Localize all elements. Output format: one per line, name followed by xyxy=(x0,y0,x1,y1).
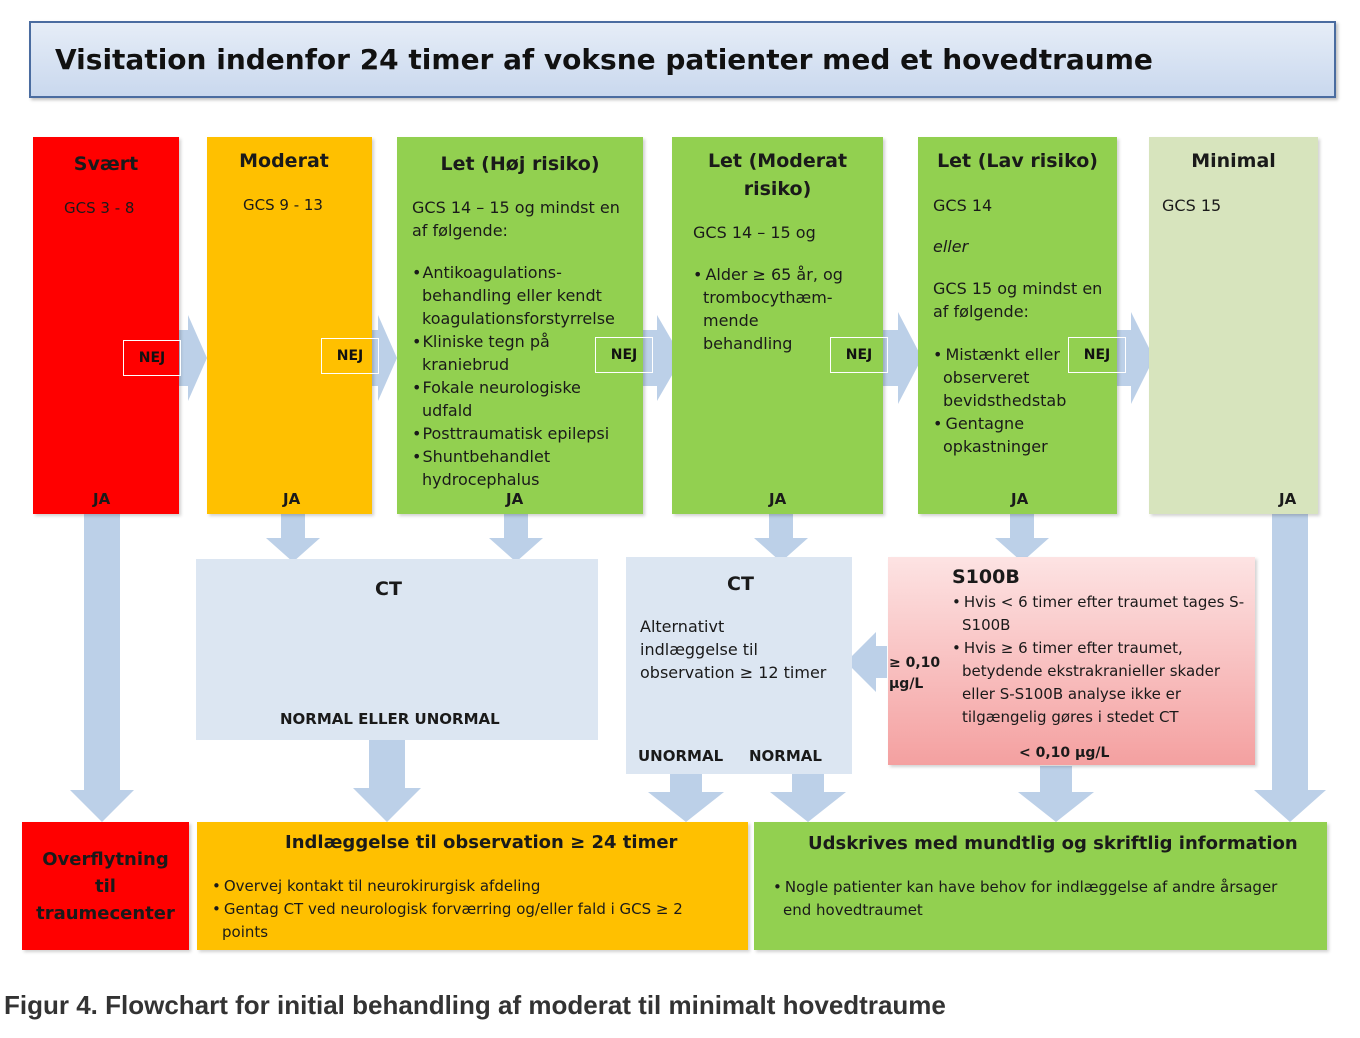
severity-box-moderat: Moderat GCS 9 - 13 NEJ JA xyxy=(207,137,379,514)
discharge-title: Udskrives med mundtlig og skriftlig info… xyxy=(808,833,1298,854)
severity-title: Svært xyxy=(73,153,139,175)
title-banner: Visitation indenfor 24 timer af voksne p… xyxy=(29,21,1336,98)
figure-caption: Figur 4. Flowchart for initial behandlin… xyxy=(4,990,946,1020)
risk-factor-list: Mistænkt eller observeret bevidsthedstab… xyxy=(933,343,1066,458)
arrow-minimal-to-discharge xyxy=(1254,514,1326,822)
arrow-nej-2 xyxy=(372,315,397,401)
list-item: Hvis < 6 timer efter traumet tages S-S10… xyxy=(952,591,1247,637)
s100b-list: Hvis < 6 timer efter traumet tages S-S10… xyxy=(952,591,1247,729)
discharge-list: Nogle patienter kan have behov for indlæ… xyxy=(773,876,1303,922)
transfer-title: Overflytning til traumecenter xyxy=(36,849,175,924)
severity-box-let-moderat: Let (Moderat risiko) GCS 14 – 15 og Alde… xyxy=(672,137,888,514)
s100b-low-threshold: < 0,10 µg/L xyxy=(1019,745,1110,761)
arrow-down-moderat xyxy=(266,514,320,562)
severity-box-minimal: Minimal GCS 15 JA xyxy=(1149,137,1318,514)
diagram-title: Visitation indenfor 24 timer af voksne p… xyxy=(55,43,1153,76)
list-item: Alder ≥ 65 år, og trombocythæm-mende beh… xyxy=(693,263,853,355)
s100b-title: S100B xyxy=(952,566,1020,588)
list-item: Mistænkt eller observeret bevidsthedstab xyxy=(933,343,1066,412)
arrow-s100b-high xyxy=(846,632,887,692)
gcs-criteria-2: GCS 15 og mindst en af følgende: xyxy=(933,279,1103,321)
severity-box-let-hoj: Let (Høj risiko) GCS 14 – 15 og mindst e… xyxy=(397,137,653,514)
or-label: eller xyxy=(933,237,969,256)
ja-label: JA xyxy=(769,490,787,508)
admit-list: Overvej kontakt til neurokirurgisk afdel… xyxy=(212,875,712,944)
arrow-down-hoj xyxy=(489,514,543,562)
arrow-ct2-normal xyxy=(770,774,846,822)
list-item: Fokale neurologiske udfald xyxy=(412,376,612,422)
severity-title: Minimal xyxy=(1191,150,1276,172)
list-item: Antikoagulations-behandling eller kendt … xyxy=(412,261,615,330)
gcs-criteria: GCS 14 – 15 og xyxy=(693,223,816,242)
connector-arrows xyxy=(70,312,1326,822)
nej-label: NEJ xyxy=(830,337,888,373)
list-item: Kliniske tegn på kraniebrud xyxy=(412,330,612,376)
severity-box-svaert: Svært GCS 3 - 8 NEJ JA xyxy=(33,137,181,514)
severity-title: Let (Lav risiko) xyxy=(937,150,1098,172)
ct-title: CT xyxy=(727,573,754,595)
severity-title: Moderat xyxy=(239,150,329,172)
ja-label: JA xyxy=(1279,490,1297,508)
list-item: Hvis ≥ 6 timer efter traumet, betydende … xyxy=(952,637,1247,729)
list-item: Nogle patienter kan have behov for indlæ… xyxy=(773,876,1303,922)
arrow-nej-3 xyxy=(643,315,682,401)
gcs-criteria: GCS 14 – 15 og mindst en af følgende: xyxy=(412,198,620,240)
arrow-down-lav xyxy=(995,514,1049,562)
ct-title: CT xyxy=(375,578,402,600)
arrow-ct1-to-admit xyxy=(353,740,421,822)
nej-label: NEJ xyxy=(595,337,653,373)
list-item: Gentagne opkastninger xyxy=(933,412,1063,458)
arrow-ct2-abnormal xyxy=(648,774,724,822)
severity-title: Let (Høj risiko) xyxy=(440,153,600,175)
abnormal-label: UNORMAL xyxy=(638,747,724,765)
list-item: Shuntbehandlet hydrocephalus xyxy=(412,445,612,491)
arrow-nej-4 xyxy=(883,312,922,404)
ja-label: JA xyxy=(283,490,301,508)
risk-factor-list: Alder ≥ 65 år, og trombocythæm-mende beh… xyxy=(693,263,853,355)
arrow-svaert-to-transfer xyxy=(70,514,134,822)
nej-label: NEJ xyxy=(123,340,181,376)
gcs-range: GCS 15 xyxy=(1162,196,1222,215)
ct-alternative-text: Alternativt indlæggelse til observation … xyxy=(640,617,827,682)
list-item: Gentag CT ved neurologisk forværring og/… xyxy=(212,898,712,944)
normal-label: NORMAL xyxy=(749,747,822,765)
ja-label: JA xyxy=(93,490,111,508)
severity-box-let-lav: Let (Lav risiko) GCS 14 eller GCS 15 og … xyxy=(918,137,1126,514)
ct-box-2: CT Alternativt indlæggelse til observati… xyxy=(626,557,852,774)
nej-label: NEJ xyxy=(321,338,379,374)
arrow-s100b-low xyxy=(1018,766,1094,822)
arrow-nej-5 xyxy=(1117,312,1154,404)
ct-result-label: NORMAL ELLER UNORMAL xyxy=(280,710,500,728)
admit-title: Indlæggelse til observation ≥ 24 timer xyxy=(285,832,678,853)
gcs-criteria: GCS 14 xyxy=(933,196,993,215)
s100b-high-threshold: ≥ 0,10 µg/L xyxy=(889,655,941,692)
ja-label: JA xyxy=(506,490,524,508)
discharge-box: Udskrives med mundtlig og skriftlig info… xyxy=(754,822,1327,950)
nej-label: NEJ xyxy=(1068,337,1126,373)
s100b-box: S100B Hvis < 6 timer efter traumet tages… xyxy=(888,557,1255,765)
arrow-nej-1 xyxy=(179,315,207,401)
risk-factor-list: Antikoagulations-behandling eller kendt … xyxy=(412,261,615,491)
ja-label: JA xyxy=(1011,490,1029,508)
admit-box: Indlæggelse til observation ≥ 24 timer O… xyxy=(197,822,748,950)
gcs-range: GCS 9 - 13 xyxy=(243,196,323,214)
list-item: Overvej kontakt til neurokirurgisk afdel… xyxy=(212,875,712,898)
list-item: Posttraumatisk epilepsi xyxy=(412,422,612,445)
severity-title: Let (Moderat risiko) xyxy=(707,150,848,200)
ct-box-1: CT NORMAL ELLER UNORMAL xyxy=(196,559,598,740)
transfer-box: Overflytning til traumecenter xyxy=(22,822,189,950)
gcs-range: GCS 3 - 8 xyxy=(64,199,135,217)
arrow-down-modrisk xyxy=(754,514,808,562)
